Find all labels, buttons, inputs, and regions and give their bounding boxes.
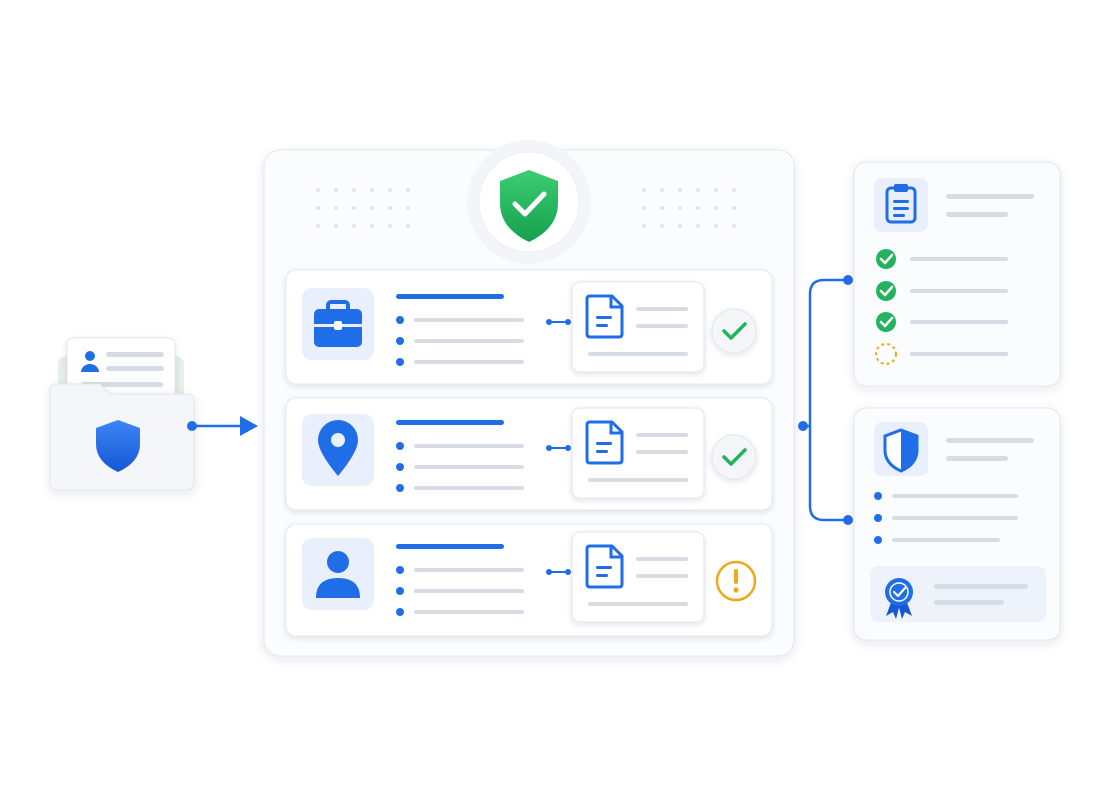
check-circle-icon [876, 281, 896, 301]
record-title-bar [396, 420, 504, 425]
icon-tile [302, 538, 374, 610]
verified-check-icon [711, 308, 757, 354]
location-pin-icon [318, 420, 358, 476]
document-icon [585, 294, 624, 339]
checklist-item-done [876, 249, 1008, 269]
document-icon [585, 420, 624, 465]
document-card [571, 281, 705, 373]
document-icon [585, 544, 624, 589]
branch-connector [798, 275, 853, 525]
record-title-bar [396, 294, 504, 299]
dot-grid-left [316, 188, 410, 228]
user-icon [316, 551, 360, 598]
briefcase-icon [314, 300, 362, 347]
award-strip [870, 566, 1046, 622]
document-card [571, 531, 705, 623]
verification-panel [263, 140, 795, 657]
arrow-head-icon [240, 416, 258, 436]
warning-icon [715, 560, 757, 602]
record-row-employment [285, 269, 773, 385]
document-card [571, 407, 705, 499]
record-row-identity [285, 523, 773, 637]
checklist-item-done [876, 281, 1008, 301]
source-folder [49, 337, 195, 491]
check-circle-icon [876, 249, 896, 269]
verified-check-icon [711, 434, 757, 480]
connector-arrow [187, 416, 258, 436]
check-circle-icon [876, 312, 896, 332]
shield-icon [96, 420, 140, 472]
shield-icon [883, 428, 919, 473]
checklist-item-done [876, 312, 1008, 332]
clipboard-icon [885, 184, 917, 224]
record-row-location [285, 397, 773, 511]
dot-grid-right [642, 188, 736, 228]
certificate-card [853, 407, 1061, 641]
pending-circle-icon [875, 343, 897, 365]
checklist-item-pending [875, 343, 1008, 365]
award-badge-icon [885, 578, 913, 619]
record-title-bar [396, 544, 504, 549]
shield-check-icon [467, 140, 591, 264]
checklist-card [853, 161, 1061, 387]
